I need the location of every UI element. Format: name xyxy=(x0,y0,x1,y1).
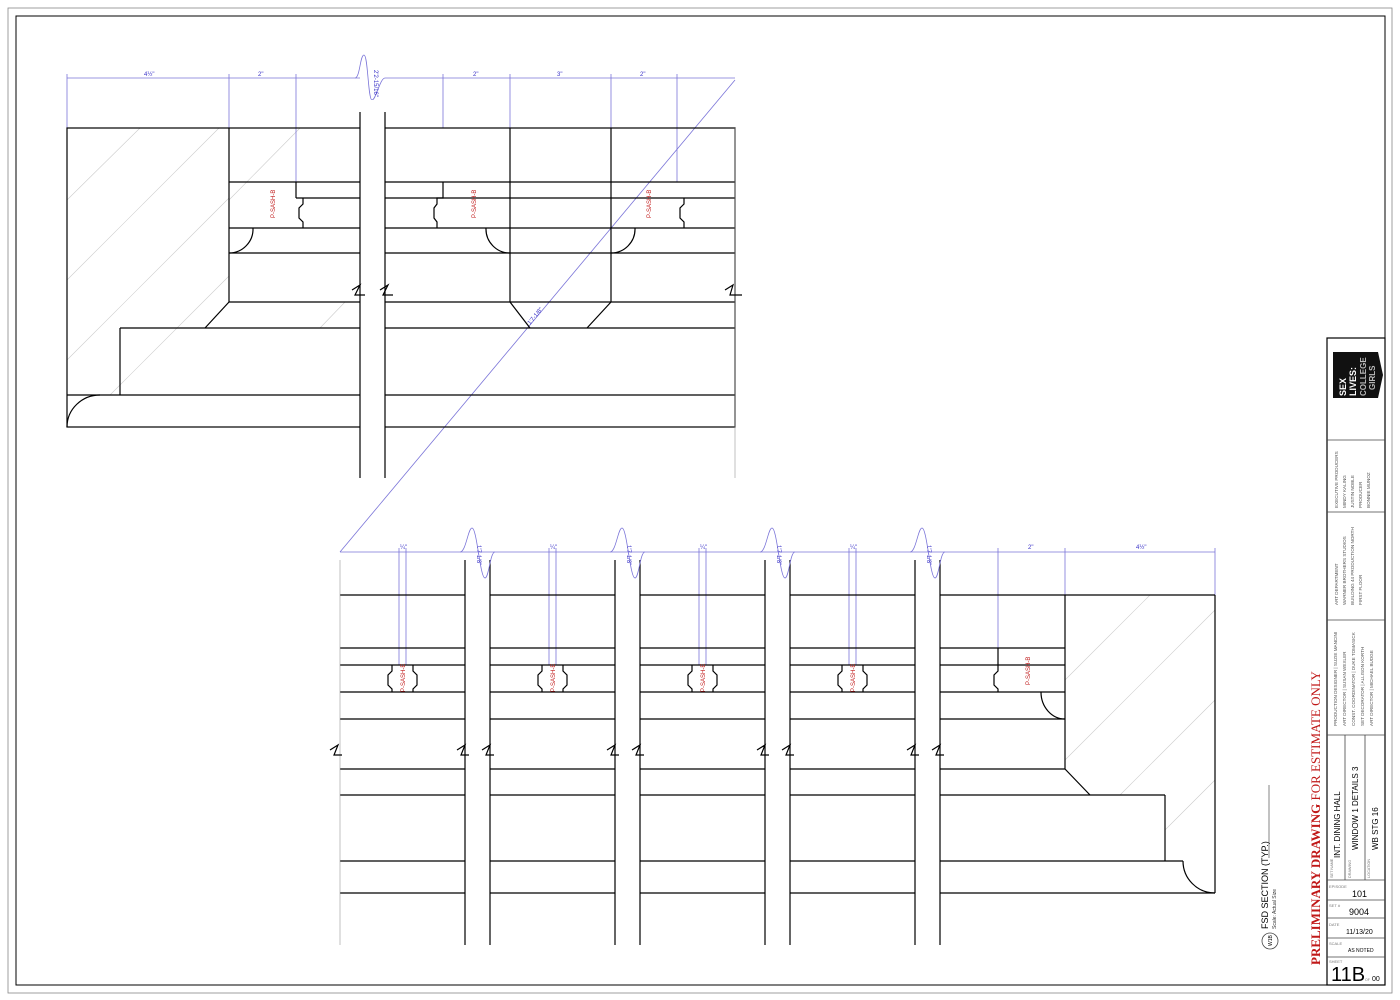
svg-text:LIVES:: LIVES: xyxy=(1348,367,1358,396)
dim-label: 4½" xyxy=(144,71,154,78)
section-bubble-text: W1B xyxy=(1268,935,1274,947)
svg-text:SET NAME: SET NAME xyxy=(1330,858,1334,878)
episode: 101 xyxy=(1352,889,1367,899)
sash-tag: P-SASH-B xyxy=(271,190,277,218)
wall-hatch xyxy=(66,127,346,396)
dim-label: ¼" xyxy=(700,545,707,551)
dim-label: 4½" xyxy=(1136,544,1146,551)
section-bubble xyxy=(1261,932,1279,950)
sheet-number: 11B xyxy=(1331,964,1365,986)
svg-text:GIRLS: GIRLS xyxy=(1368,365,1377,390)
bottom-detail: ¼" ¼" ¼" ¼" 1'7-1/8" 1'7-1/8" 1'7-1/8" 1… xyxy=(329,527,1216,950)
sash-tag: P-SASH-E xyxy=(401,664,407,692)
svg-text:COLLEGE: COLLEGE xyxy=(1359,357,1368,396)
svg-text:MINDY KALING: MINDY KALING xyxy=(1342,475,1347,508)
sash-tag: P-SASH-B xyxy=(472,190,478,218)
title-block-credits: EXECUTIVE PRODUCERS MINDY KALING JUSTIN … xyxy=(1333,451,1374,726)
svg-text:BUILDING 44 PRODUCTION NORTH: BUILDING 44 PRODUCTION NORTH xyxy=(1350,527,1355,605)
svg-text:JUSTIN NOBLE: JUSTIN NOBLE xyxy=(1350,475,1355,508)
svg-text:PRODUCER: PRODUCER xyxy=(1358,481,1363,508)
title-block xyxy=(1326,337,1386,986)
set-number: 9004 xyxy=(1349,907,1369,917)
date: 11/13/20 xyxy=(1346,929,1373,936)
dim-label: 2" xyxy=(640,72,645,78)
sheet-total: 00 xyxy=(1372,976,1380,983)
svg-text:SET #: SET # xyxy=(1329,903,1341,908)
top-detail: 4½" 2" 2'2-15/16" 2" 3" 2" 1'7-1/8" P-SA… xyxy=(66,54,742,553)
svg-text:SCALE: SCALE xyxy=(1329,941,1342,946)
drawing-name: WINDOW 1 DETAILS 3 xyxy=(1351,766,1360,850)
sash-tag: P-SASH-E xyxy=(851,664,857,692)
section-title: FSD SECTION (TYP.) xyxy=(1260,841,1270,929)
svg-text:BONNIE MUNOZ: BONNIE MUNOZ xyxy=(1366,472,1371,508)
svg-text:ART DEPARTMENT: ART DEPARTMENT xyxy=(1334,563,1339,605)
svg-text:EXECUTIVE PRODUCERS: EXECUTIVE PRODUCERS xyxy=(1334,451,1339,508)
svg-text:SHEET: SHEET xyxy=(1329,959,1343,964)
svg-text:DATE: DATE xyxy=(1329,922,1340,927)
svg-text:ART DIRECTOR | SUSAN WEXLER: ART DIRECTOR | SUSAN WEXLER xyxy=(1342,651,1347,726)
dim-label: ¼" xyxy=(850,545,857,551)
inner-border xyxy=(15,15,1386,986)
svg-text:FIRST FLOOR: FIRST FLOOR xyxy=(1358,574,1363,605)
location: WB STG 16 xyxy=(1371,807,1380,850)
dim-label: 2" xyxy=(473,72,478,78)
sash-tag: P-SASH-B xyxy=(647,190,653,218)
angle-dim-label: 1'7-1/8" xyxy=(527,307,545,326)
show-logo: SEX LIVES: COLLEGE GIRLS xyxy=(1333,352,1383,398)
sash-tag: P-SASH-E xyxy=(701,664,707,692)
section-scale: Scale: Actual Size xyxy=(1272,889,1278,929)
svg-text:LOCATION: LOCATION xyxy=(1367,859,1371,878)
dim-label: 2" xyxy=(258,72,263,78)
svg-text:EPISODE: EPISODE xyxy=(1329,884,1347,889)
svg-text:SEX: SEX xyxy=(1338,378,1348,396)
svg-text:WARNER BROTHERS STUDIOS: WARNER BROTHERS STUDIOS xyxy=(1342,536,1347,605)
scale: AS NOTED xyxy=(1348,948,1374,954)
dim-label: 2" xyxy=(1028,545,1033,551)
sash-tag: P-SASH-E xyxy=(551,664,557,692)
dim-label: 1'7-1/8" xyxy=(775,545,781,565)
wall-hatch xyxy=(1064,594,1216,831)
section-label: W1B FSD SECTION (TYP.) Scale: Actual Siz… xyxy=(1260,785,1279,950)
outer-border xyxy=(7,7,1393,994)
sash-tag: P-SASH-B xyxy=(1026,657,1032,685)
svg-text:ART DIRECTOR | MICHAEL BUDGE: ART DIRECTOR | MICHAEL BUDGE xyxy=(1369,650,1374,726)
dim-label: ¼" xyxy=(400,545,407,551)
dim-label: 1'7-1/8" xyxy=(625,545,631,565)
svg-text:DRAWING: DRAWING xyxy=(1348,860,1352,878)
svg-text:CONST. COORDINATOR | DUKE TO: CONST. COORDINATOR | DUKE TOMASICK xyxy=(1351,631,1356,726)
dim-label: 3" xyxy=(557,72,562,78)
dim-label: 1'7-1/8" xyxy=(925,545,931,565)
dim-label: ¼" xyxy=(550,545,557,551)
svg-text:PRODUCTION DESIGNER | SUZIE: PRODUCTION DESIGNER | SUZIE MANCINI xyxy=(1333,632,1338,726)
angle-dimension-line xyxy=(339,79,736,553)
set-name: INT. DINING HALL xyxy=(1333,791,1342,858)
title-block-fields: SET NAME INT. DINING HALL DRAWING WINDOW… xyxy=(1330,766,1380,878)
svg-text:SET DECORATOR | ALLISON KORT: SET DECORATOR | ALLISON KORTH xyxy=(1360,647,1365,726)
svg-text:OF: OF xyxy=(1365,978,1370,982)
dim-label: 2'2-15/16" xyxy=(372,70,378,97)
preliminary-stamp: PRELIMINARY DRAWING FOR ESTIMATE ONLY xyxy=(1308,670,1323,965)
title-block-meta: EPISODE 101 SET # 9004 DATE 11/13/20 SCA… xyxy=(1329,884,1380,986)
dim-label: 1'7-1/8" xyxy=(475,545,481,565)
